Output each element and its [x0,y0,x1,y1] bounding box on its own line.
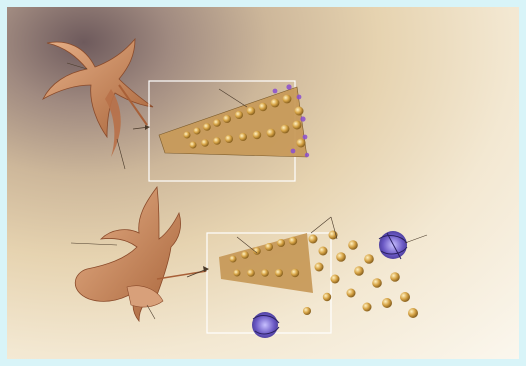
tau-tangle-bottom [252,312,279,338]
tau-tangle-right [379,231,407,259]
intact-microtubule [159,84,309,157]
healthy-neuron [43,39,153,157]
diagram-canvas [7,7,519,359]
diseased-neuron [75,187,207,321]
illustration-panel [7,7,519,359]
